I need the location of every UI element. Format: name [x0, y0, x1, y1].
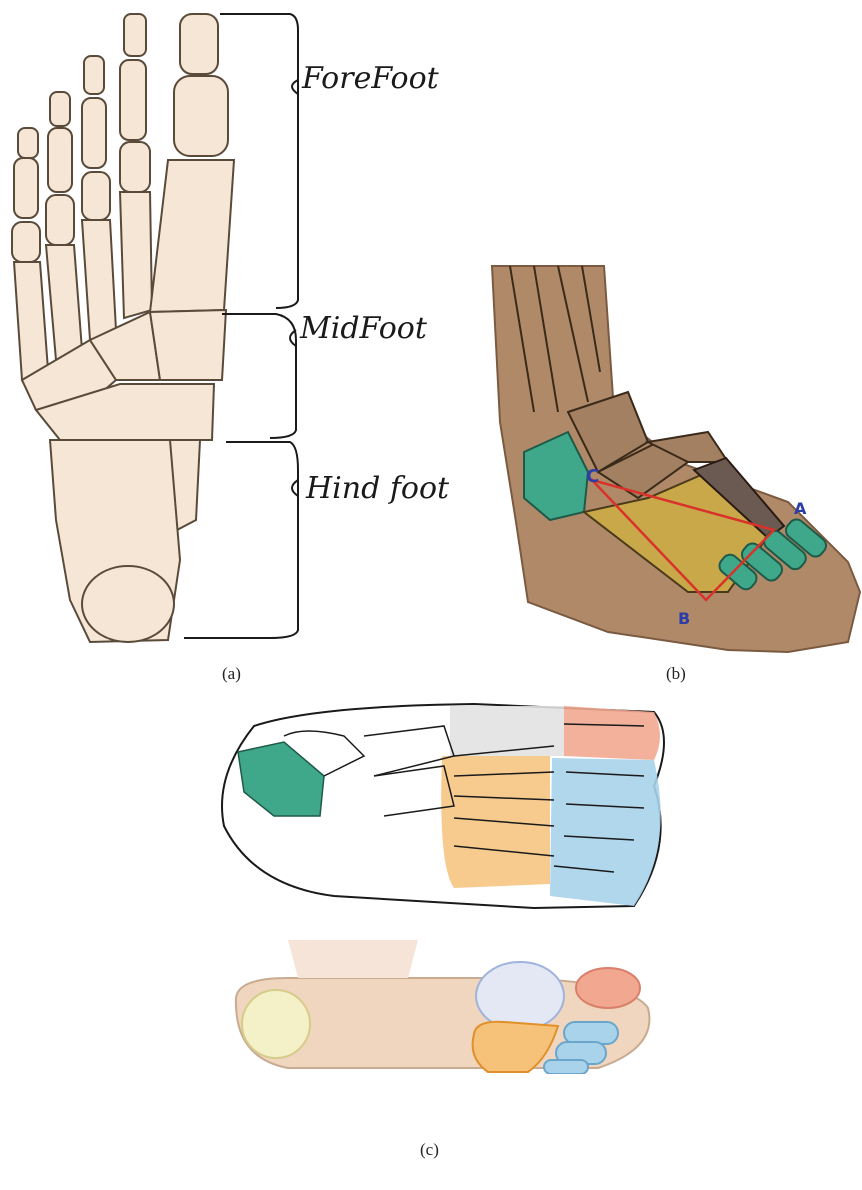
toe-3-phalanges	[82, 56, 110, 220]
plantar-pressure-figure	[228, 938, 658, 1074]
point-b-label: B	[678, 609, 690, 628]
midfoot-label: MidFoot	[299, 311, 428, 346]
first-ray-region	[450, 706, 564, 756]
caption-b: (b)	[666, 664, 686, 684]
lateral-foot-figure: A B C	[488, 262, 862, 660]
point-c-label: C	[586, 466, 599, 487]
ankle-region	[288, 940, 418, 978]
toe-1-phalanges	[174, 14, 228, 156]
caption-a: (a)	[222, 664, 241, 684]
toe-2-phalanges	[120, 14, 150, 192]
plantar-bones-figure	[214, 696, 674, 912]
forefoot-label: ForeFoot	[301, 61, 440, 96]
forefoot-bones-figure: ForeFoot MidFoot Hind foot	[0, 0, 480, 690]
hindfoot-bones	[50, 440, 200, 642]
heel-pressure-zone	[242, 990, 310, 1058]
hallux-region	[564, 706, 660, 760]
toe-5-phalanges	[12, 128, 40, 262]
hindfoot-label: Hind foot	[305, 471, 450, 506]
toe-4-phalanges	[46, 92, 74, 245]
first-metatarsal-pressure-zone	[476, 962, 564, 1030]
lesser-toes-region	[550, 758, 661, 906]
point-a-label: A	[794, 499, 807, 518]
caption-c: (c)	[420, 1140, 439, 1160]
hallux-pressure-zone	[576, 968, 640, 1008]
